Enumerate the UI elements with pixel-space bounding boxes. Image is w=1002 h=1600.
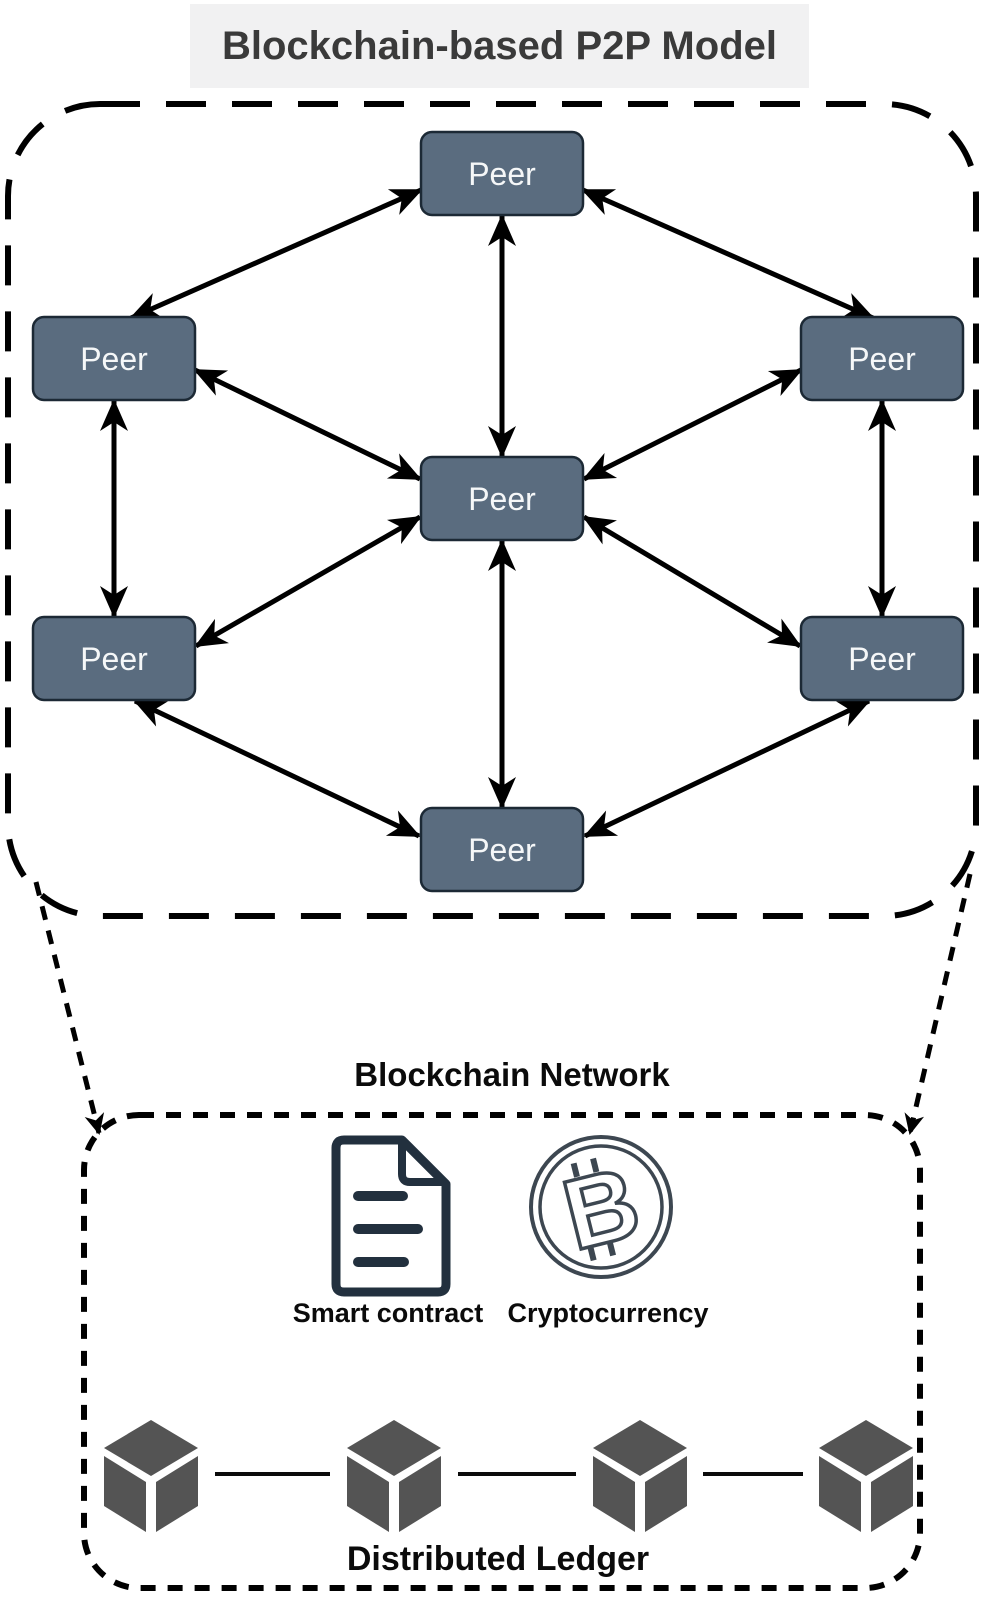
peer-node-label: Peer	[80, 641, 148, 677]
ledger-block-icon	[347, 1420, 441, 1532]
peer-node-box	[31, 315, 197, 402]
funnel-line-left	[33, 881, 105, 1135]
distributed-ledger-blocks	[104, 1420, 913, 1532]
peer-node-center: Peer	[419, 455, 585, 542]
peer-node-top: Peer	[419, 130, 585, 217]
coin-inner-circle	[538, 1144, 664, 1270]
title-banner: Blockchain-based P2P Model	[190, 4, 809, 88]
peer-node-label: Peer	[80, 341, 148, 377]
blockchain-network-label: Blockchain Network	[354, 1056, 670, 1093]
peer-node-label: Peer	[468, 156, 536, 192]
peer-node-box	[419, 455, 585, 542]
peer-node-label: Peer	[848, 341, 916, 377]
peer-node-bottom: Peer	[419, 806, 585, 893]
peer-node-upper-left: Peer	[31, 315, 197, 402]
peer-node-upper-right: Peer	[799, 315, 965, 402]
bitcoin-glyph: B	[551, 1144, 652, 1274]
peer-node-label: Peer	[468, 481, 536, 517]
blockchain-network-border	[81, 1112, 923, 1591]
peer-node-box	[419, 806, 585, 893]
edge-center-lowerright	[582, 514, 802, 649]
page-title: Blockchain-based P2P Model	[222, 23, 777, 68]
peer-node-lower-right: Peer	[799, 615, 965, 702]
document-fold	[398, 1139, 447, 1186]
funnel-line-right	[904, 873, 973, 1135]
cryptocurrency-label: Cryptocurrency	[507, 1298, 708, 1328]
distributed-ledger-label: Distributed Ledger	[347, 1540, 649, 1578]
ledger-block-icon	[104, 1420, 198, 1532]
peer-node-lower-left: Peer	[31, 615, 197, 702]
p2p-network-border	[5, 101, 979, 919]
edge-lowerleft-bottom	[133, 698, 421, 839]
edge-top-upperleft	[129, 187, 423, 321]
peer-node-box	[419, 130, 585, 217]
peer-nodes: Peer Peer Peer Peer Peer Peer Peer	[31, 130, 965, 893]
edge-lowerright-bottom	[583, 698, 871, 839]
bitcoin-coin-icon: B	[529, 1135, 673, 1279]
smart-contract-icon	[331, 1135, 451, 1297]
edge-upperleft-center	[193, 367, 422, 482]
coin-outer-circle	[529, 1135, 673, 1279]
smart-contract-label: Smart contract	[293, 1298, 484, 1328]
edge-top-upperright	[581, 187, 875, 321]
edge-center-lowerleft	[194, 514, 422, 649]
document-outline	[331, 1135, 451, 1297]
peer-connections	[100, 187, 896, 839]
peer-node-box	[799, 615, 965, 702]
edge-upperright-center	[582, 367, 803, 482]
ledger-block-icon	[819, 1420, 913, 1532]
svg-text:B: B	[553, 1146, 650, 1272]
peer-node-label: Peer	[848, 641, 916, 677]
peer-node-label: Peer	[468, 832, 536, 868]
peer-node-box	[31, 615, 197, 702]
ledger-block-icon	[593, 1420, 687, 1532]
peer-node-box	[799, 315, 965, 402]
